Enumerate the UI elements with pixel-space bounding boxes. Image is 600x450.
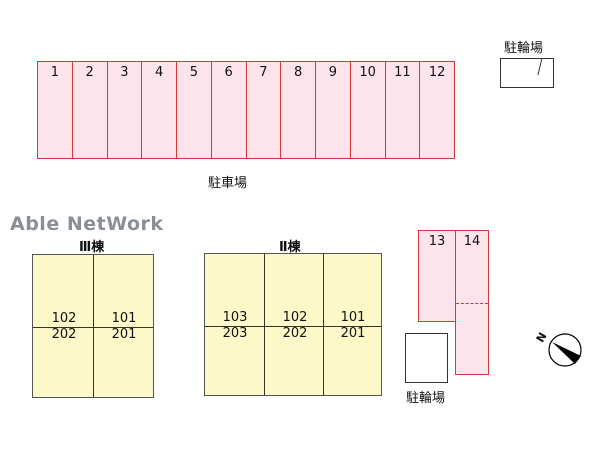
unit-label: 202 <box>51 327 77 342</box>
parking-slot-8: 8 <box>280 61 316 159</box>
parking-slot-3: 3 <box>106 61 143 159</box>
slot-number: 14 <box>463 234 481 249</box>
parking-slot-10: 10 <box>349 61 386 159</box>
building-3: 102 101 202 201 <box>32 254 154 398</box>
compass-icon: N <box>534 328 585 372</box>
parking-slot-11: 11 <box>384 61 421 159</box>
unit-label: 102 <box>282 310 308 325</box>
parking-slot-13: 13 <box>418 230 456 322</box>
bike-parking-label-bottom: 駐輪場 <box>406 391 446 406</box>
unit-label: 202 <box>282 326 308 341</box>
bike-parking-label-top: 駐輪場 <box>504 41 544 56</box>
unit-label: 101 <box>340 310 366 325</box>
parking-slot-2: 2 <box>71 61 108 159</box>
parking-label: 駐車場 <box>208 176 248 191</box>
unit-label: 201 <box>340 326 366 341</box>
parking-slot-6: 6 <box>210 61 247 159</box>
parking-slot-14: 14 <box>455 230 489 375</box>
parking-slot-1: 1 <box>37 61 73 159</box>
building-2: 103 102 101 203 202 201 <box>204 253 382 396</box>
bike-parking-top <box>500 58 554 88</box>
unit-label: 101 <box>111 311 137 326</box>
parking-slot-5: 5 <box>176 61 212 159</box>
building-2-label: Ⅱ棟 <box>279 240 301 255</box>
unit-label: 102 <box>51 311 77 326</box>
unit-label: 201 <box>111 327 137 342</box>
parking-slot-12: 12 <box>419 61 455 159</box>
unit-label: 203 <box>222 326 248 341</box>
unit-label: 103 <box>222 310 248 325</box>
parking-slot-7: 7 <box>245 61 282 159</box>
building-3-label: Ⅲ棟 <box>79 240 105 255</box>
parking-slot-4: 4 <box>141 61 177 159</box>
bike-parking-bottom <box>405 333 448 383</box>
parking-slot-9: 9 <box>315 61 351 159</box>
watermark: Able NetWork <box>10 213 164 235</box>
